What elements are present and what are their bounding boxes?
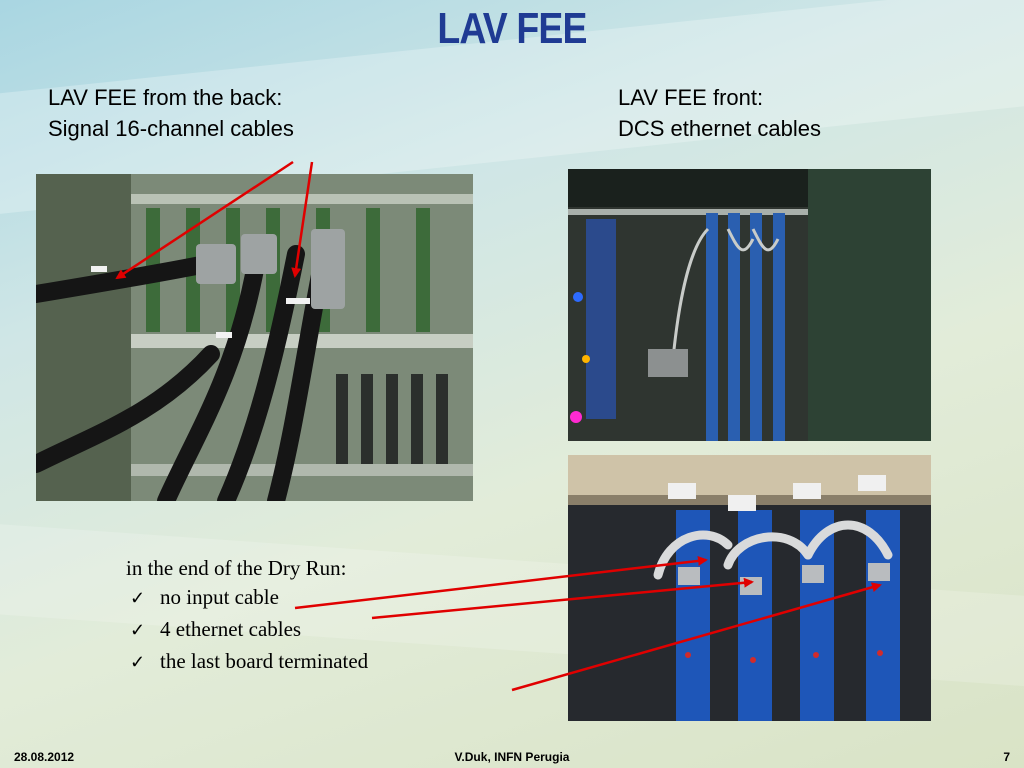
photo-fee-front — [568, 169, 931, 441]
photo-fee-back-drawing — [36, 174, 473, 501]
photo-ethernet-detail — [568, 455, 931, 721]
page-number: 7 — [1003, 750, 1010, 764]
checkmark-icon: ✓ — [130, 588, 146, 608]
list-item: ✓ no input cable — [126, 582, 368, 614]
list-heading: in the end of the Dry Run: — [126, 556, 347, 580]
checkmark-icon: ✓ — [130, 652, 146, 672]
caption-front-line2: DCS ethernet cables — [618, 116, 821, 141]
list-item: ✓ the last board terminated — [126, 646, 368, 678]
photo-ethernet-detail-drawing — [568, 455, 931, 721]
slide-title: LAV FEE — [437, 4, 587, 53]
caption-front-line1: LAV FEE front: — [618, 85, 764, 110]
list-item-label: the last board terminated — [160, 649, 369, 673]
dry-run-list: in the end of the Dry Run: ✓ no input cab… — [126, 554, 368, 678]
footer-date: 28.08.2012 — [14, 750, 75, 764]
caption-front: LAV FEE front: DCS ethernet cables — [618, 82, 821, 144]
photo-fee-back — [36, 174, 473, 501]
caption-back-line2: Signal 16-channel cables — [48, 116, 294, 141]
caption-back-line1: LAV FEE from the back: — [48, 85, 283, 110]
checkmark-icon: ✓ — [130, 620, 146, 640]
list-item-label: no input cable — [160, 585, 279, 609]
list-item-label: 4 ethernet cables — [160, 617, 302, 641]
footer-author: V.Duk, INFN Perugia — [454, 750, 570, 764]
list-item: ✓ 4 ethernet cables — [126, 614, 368, 646]
caption-back: LAV FEE from the back: Signal 16-channel… — [48, 82, 294, 144]
photo-fee-front-drawing — [568, 169, 931, 441]
